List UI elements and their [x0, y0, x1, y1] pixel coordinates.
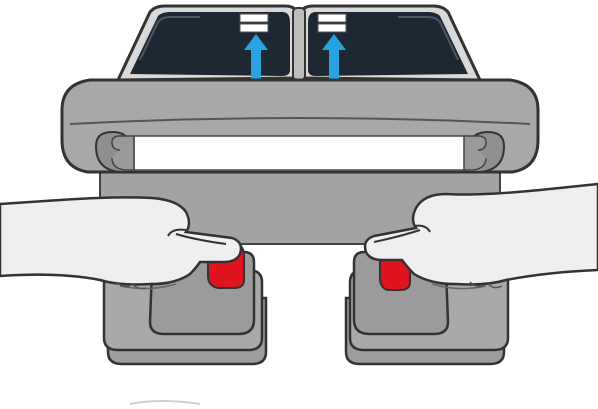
- floor-shadow-mark: [130, 401, 200, 404]
- top-housing: [118, 6, 480, 80]
